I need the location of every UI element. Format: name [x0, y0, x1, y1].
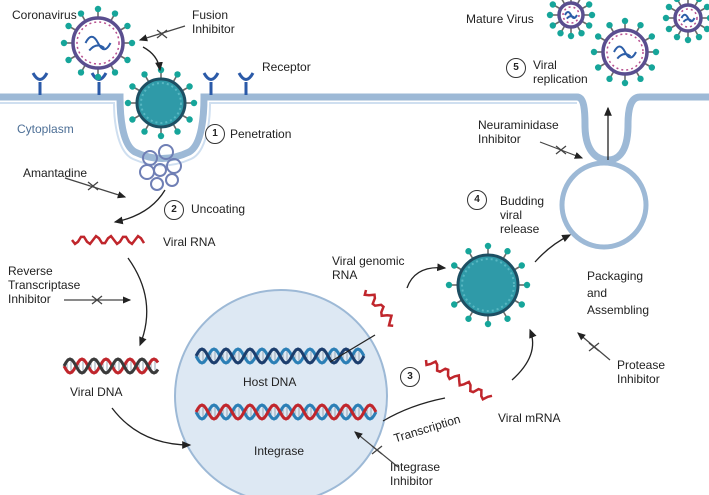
viral-genomic-rna-strand: [363, 289, 394, 328]
label-line: Transcriptase: [8, 278, 81, 292]
budding-vesicle: [559, 160, 649, 250]
mature-virus-icon: [546, 0, 596, 40]
label-line: Inhibitor: [8, 292, 51, 306]
label-line: Fusion: [192, 8, 229, 22]
nucleic-acids: [62, 234, 493, 421]
label-line: release: [500, 222, 540, 236]
arrow-to-budding: [534, 234, 572, 263]
inhibitor-cross-marks: [87, 29, 600, 455]
label-uncoating: Uncoating: [191, 202, 246, 216]
label-line: Budding: [500, 194, 545, 208]
step-4-badge: 4: [467, 190, 487, 210]
uncoating-capsid-icon: [139, 144, 182, 191]
assembled-virus-icon: [445, 242, 531, 328]
nucleus: [174, 289, 388, 495]
arrow-uncoating: [113, 189, 166, 225]
step-2-badge: 2: [164, 200, 184, 220]
cell-membrane: [0, 93, 709, 164]
label-line: Assembling: [587, 303, 650, 317]
label-line: Neuraminidase: [478, 118, 559, 132]
viral-mrna-strand: [424, 359, 493, 401]
arrow-entry: [142, 46, 163, 72]
label-fusion-inhibitor: Fusion Inhibitor: [192, 8, 235, 36]
arrow-to-assembly: [406, 263, 447, 289]
label-line: Viral genomic: [332, 254, 405, 268]
label-budding-release: Budding viral release: [500, 194, 544, 236]
label-protease-inhibitor: Protease Inhibitor: [617, 358, 665, 386]
label-line: Integrase: [390, 460, 441, 474]
label-neuraminidase-inhibitor: Neuraminidase Inhibitor: [478, 118, 559, 146]
host-dna-helix: [194, 347, 366, 365]
viral-rna-strand: [71, 234, 146, 246]
label-host-dna: Host DNA: [243, 375, 297, 389]
label-coronavirus: Coronavirus: [12, 8, 77, 22]
label-line: Packaging: [587, 269, 644, 283]
coronavirus-icon: [60, 5, 136, 81]
label-line: Reverse: [8, 264, 53, 278]
label-integrase: Integrase: [254, 444, 305, 458]
step-3-badge: 3: [400, 367, 420, 387]
label-viral-dna: Viral DNA: [70, 385, 123, 399]
step-1-badge: 1: [205, 124, 225, 144]
label-line: Inhibitor: [478, 132, 521, 146]
label-mature-virus: Mature Virus: [466, 12, 534, 26]
label-integrase-inhibitor: Integrase Inhibitor: [390, 460, 440, 488]
arrow-mrna-to-assembly: [511, 328, 537, 381]
label-line: viral: [500, 208, 523, 222]
label-viral-replication: Viral replication: [533, 58, 588, 86]
label-packaging-assembling: Packaging and Assembling: [587, 268, 649, 319]
label-line: Inhibitor: [192, 22, 235, 36]
label-line: Viral: [533, 58, 557, 72]
receptor-icon: [31, 72, 49, 95]
label-line: replication: [533, 72, 588, 86]
label-line: Inhibitor: [390, 474, 433, 488]
arrow-rna-to-dna: [127, 257, 148, 347]
viral-dna-helix: [62, 357, 160, 375]
label-line: and: [587, 286, 608, 300]
label-viral-mrna: Viral mRNA: [498, 411, 561, 425]
label-receptor: Receptor: [262, 60, 311, 74]
receptor-icon: [237, 72, 255, 95]
line-transcription: [382, 397, 446, 422]
label-line: Protease: [617, 358, 666, 372]
label-penetration: Penetration: [230, 127, 292, 141]
receptor-icon: [202, 72, 220, 95]
integrated-dna-helix: [194, 403, 378, 421]
label-cytoplasm: Cytoplasm: [17, 122, 74, 136]
arrow-dna-to-nucleus: [111, 407, 192, 449]
label-line: Inhibitor: [617, 372, 660, 386]
released-virus-icon: [590, 17, 660, 87]
label-viral-genomic-rna: Viral genomic RNA: [332, 254, 404, 282]
step-5-badge: 5: [506, 58, 526, 78]
label-viral-rna: Viral RNA: [163, 235, 216, 249]
label-amantadine: Amantadine: [23, 166, 88, 180]
label-reverse-transcriptase-inhibitor: Reverse Transcriptase Inhibitor: [8, 264, 80, 306]
arrows: [111, 46, 612, 449]
label-line: RNA: [332, 268, 358, 282]
line-host-dna: [329, 334, 376, 363]
entering-virus-icon: [124, 66, 198, 140]
mature-virus-icon: [662, 0, 709, 44]
